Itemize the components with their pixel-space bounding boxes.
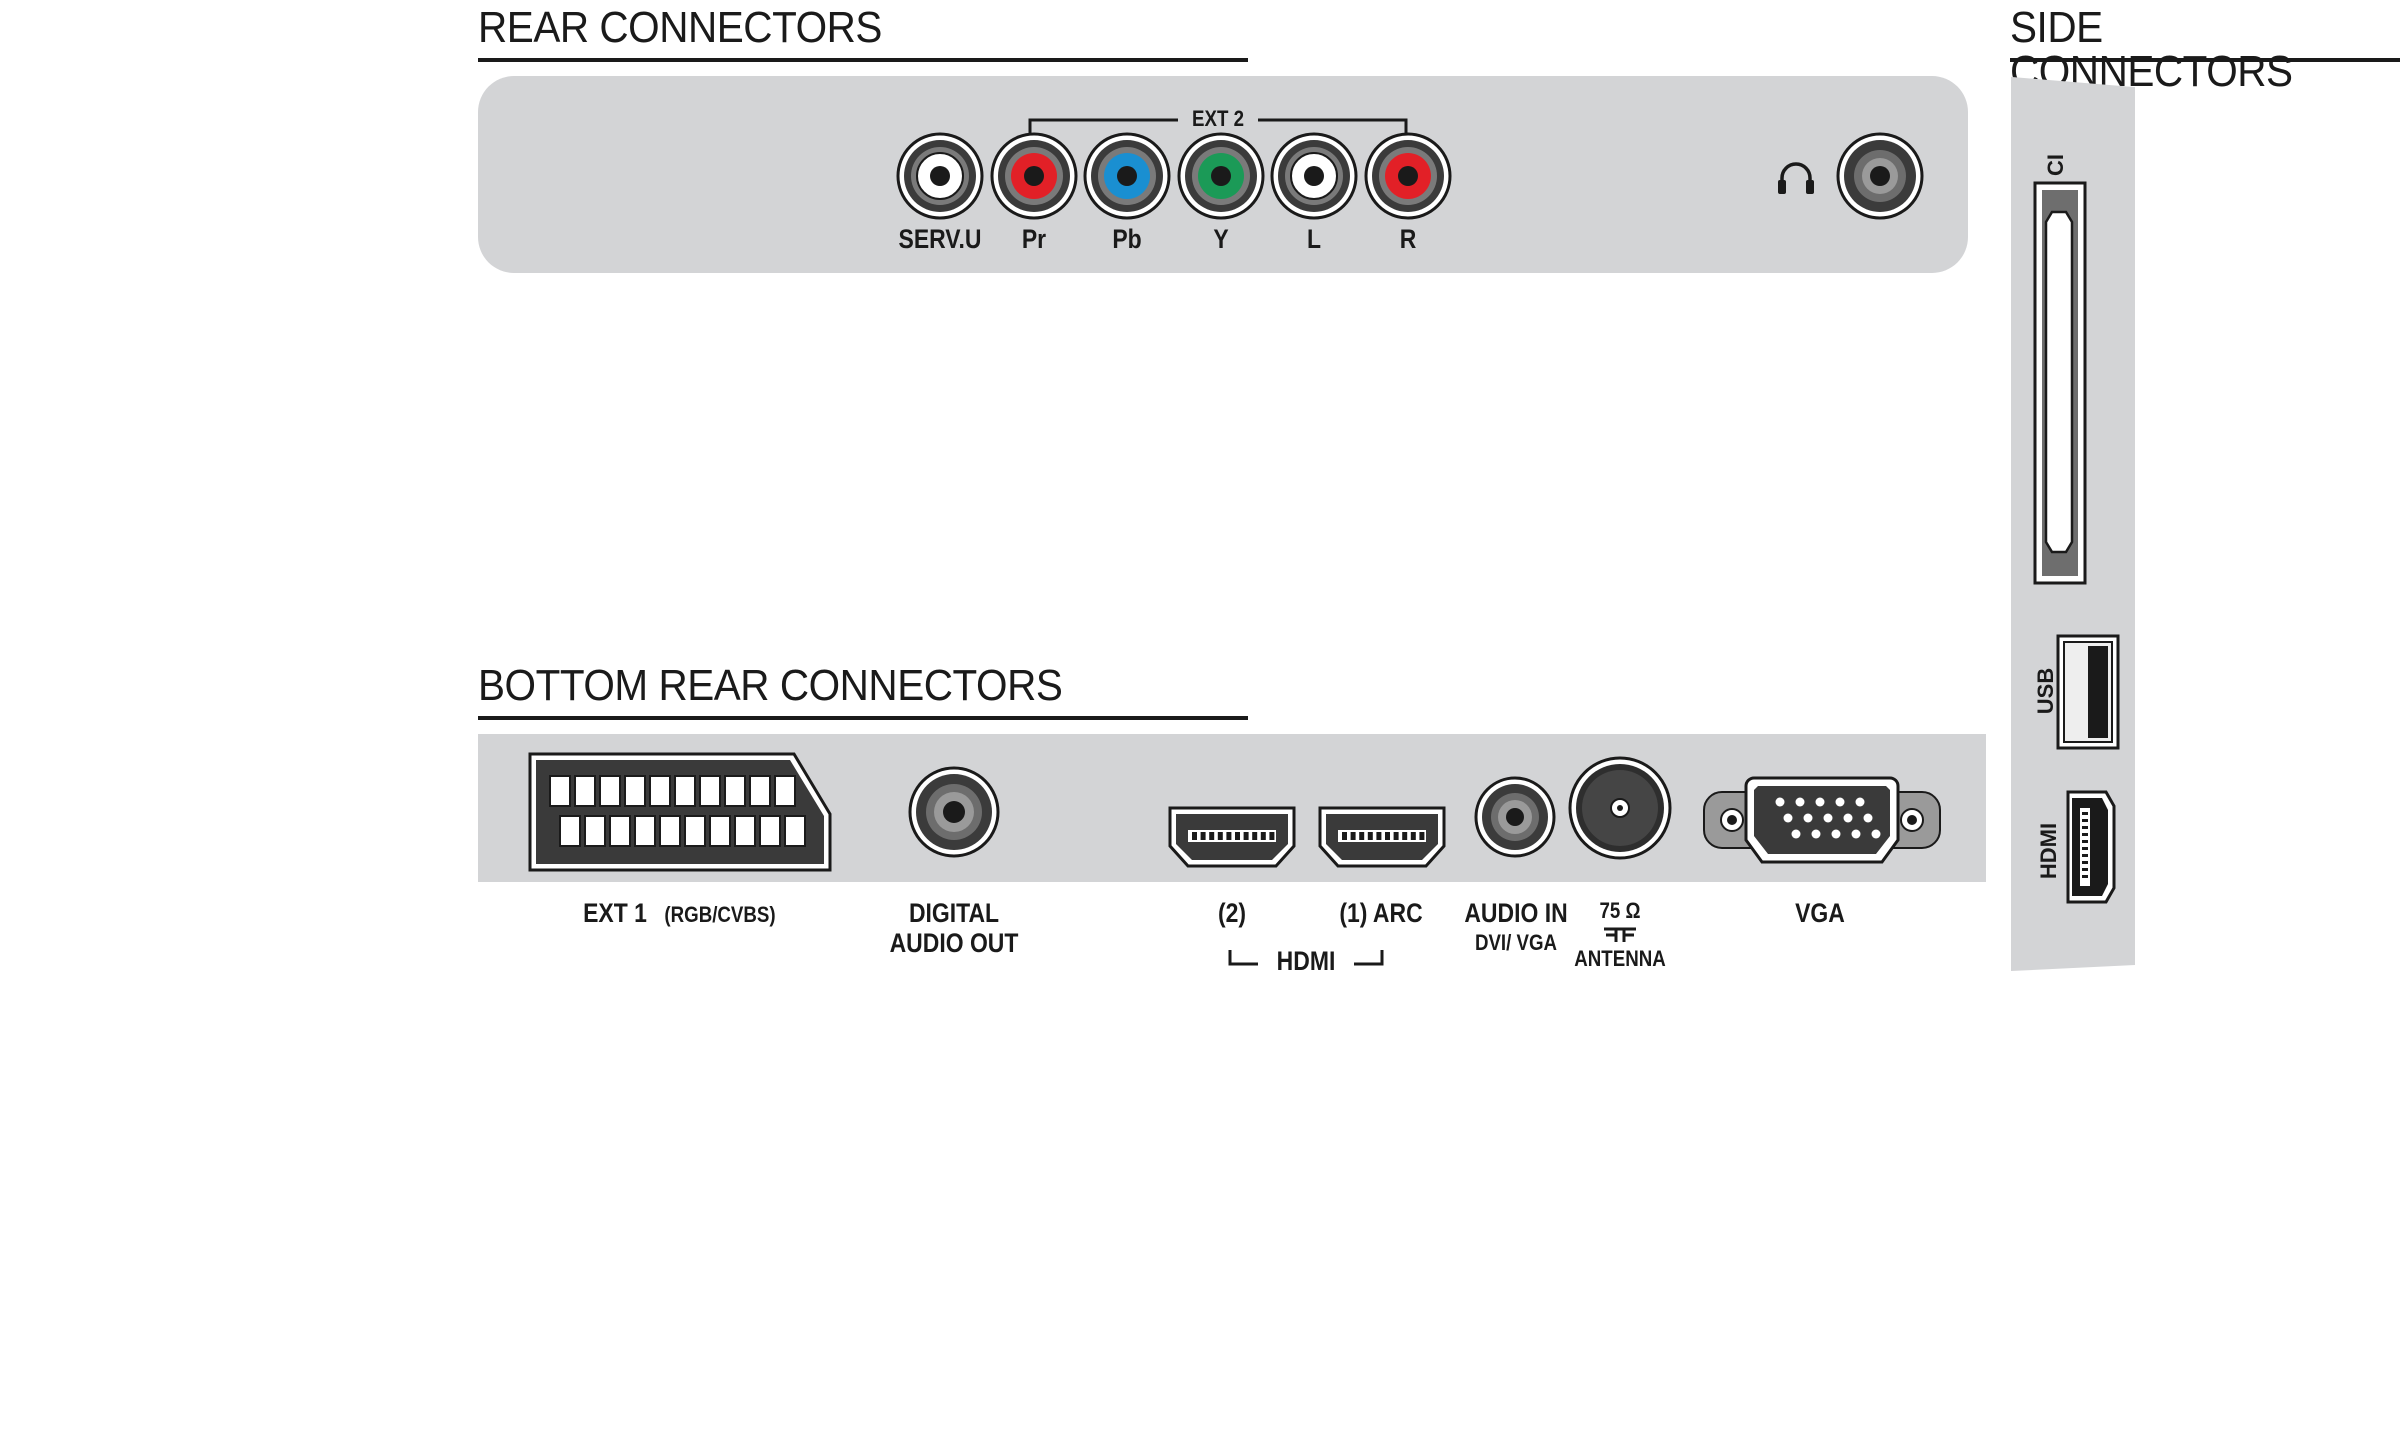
antenna-symbol-icon [1604, 927, 1636, 942]
rear-connectors-heading: REAR CONNECTORS [478, 3, 882, 52]
ext2-label: EXT 2 [1192, 106, 1244, 131]
audio-in-sub-label: DVI/ VGA [1474, 930, 1558, 955]
headphone-jack[interactable] [1836, 132, 1924, 220]
rca-jack-l[interactable] [1270, 132, 1358, 220]
rca-jack-serv-u[interactable] [896, 132, 984, 220]
digital-audio-label-2: AUDIO OUT [889, 928, 1019, 958]
rca-label-serv-u: SERV.U [898, 224, 982, 254]
rca-label-pr: Pr [1021, 224, 1046, 254]
usb-port[interactable] [2056, 634, 2120, 750]
rca-jack-y[interactable] [1177, 132, 1265, 220]
rca-jack-pb[interactable] [1083, 132, 1171, 220]
vga-connector[interactable] [1702, 774, 1942, 866]
rca-label-pb: Pb [1112, 224, 1142, 254]
rear-heading-rule [478, 58, 1248, 62]
rca-jack-pr[interactable] [990, 132, 1078, 220]
side-hdmi-label: HDMI [2036, 822, 2061, 880]
ext1-label: EXT 1 [583, 898, 647, 928]
digital-audio-label-1: DIGITAL [908, 898, 1000, 928]
ci-slot[interactable] [2033, 181, 2087, 585]
vga-label: VGA [1795, 898, 1845, 928]
ext2-bracket [1028, 118, 1408, 136]
digital-audio-out-jack[interactable] [908, 766, 1000, 858]
hdmi-group-label: HDMI [1276, 946, 1336, 976]
hdmi-2-port[interactable] [1168, 806, 1296, 868]
antenna-connector[interactable] [1568, 756, 1672, 860]
headphone-icon [1778, 162, 1814, 194]
side-heading-rule [2010, 58, 2400, 62]
hdmi-1-arc-port[interactable] [1318, 806, 1446, 868]
hdmi-bracket [1228, 950, 1384, 966]
rca-label-r: R [1399, 224, 1416, 254]
rca-label-l: L [1306, 224, 1322, 254]
usb-label: USB [2033, 667, 2058, 715]
hdmi-2-label: (2) [1217, 898, 1247, 928]
antenna-ohm-label: 75 Ω [1599, 898, 1641, 923]
rca-label-y: Y [1212, 224, 1229, 254]
rca-jack-r[interactable] [1364, 132, 1452, 220]
side-connectors-heading: SIDE CONNECTORS [2010, 3, 2293, 96]
audio-in-jack[interactable] [1474, 776, 1556, 858]
ci-label: CI [2043, 154, 2068, 176]
audio-in-label: AUDIO IN [1464, 898, 1568, 928]
hdmi-1-arc-label: (1) ARC [1339, 898, 1423, 928]
bottom-heading-rule [478, 716, 1248, 720]
bottom-rear-connectors-heading: BOTTOM REAR CONNECTORS [478, 661, 1063, 710]
ext1-sub-label: (RGB/CVBS) [664, 902, 776, 927]
antenna-label: ANTENNA [1574, 946, 1666, 971]
scart-connector[interactable] [524, 750, 836, 874]
side-hdmi-port[interactable] [2062, 790, 2116, 904]
